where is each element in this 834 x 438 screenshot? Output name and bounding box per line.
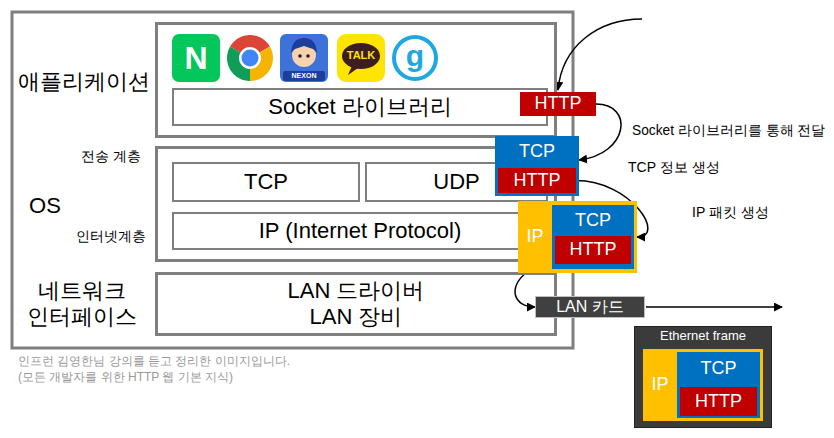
http-block-text: HTTP [570, 239, 617, 261]
layer-name-area: 전송 계층 [70, 146, 152, 166]
icon-letter-area: TALK [337, 46, 385, 66]
layer-box: 애플리케이션Socket 라이브러리 [155, 22, 557, 138]
icon-letter: NEXON [292, 72, 317, 80]
kakaotalk-icon [337, 34, 385, 82]
ip-packet-text: IP [526, 226, 543, 248]
incoming-arrow [558, 19, 642, 90]
tcp-segment-text-area: TCP [552, 205, 634, 236]
tcp-segment-text: TCP [575, 210, 611, 232]
watermark: (모든 개발자를 위한 HTTP 웹 기본 지식) [18, 370, 233, 384]
http-block-text-area: HTTP [520, 92, 596, 116]
ip-packet-text-area: IP [518, 201, 552, 273]
lan-card-text-area: LAN 카드 [535, 296, 645, 318]
layer-box-text-area: LAN 드라이버 LAN 장비 [155, 272, 557, 336]
layer-name: 전송 계층 [81, 148, 141, 165]
lan-card: LAN 카드 [535, 296, 645, 318]
layer-box-text-area: 애플리케이션 [14, 62, 154, 102]
protocol-box-text-area: TCP [172, 162, 360, 202]
http-block: HTTP [498, 168, 576, 193]
library-box-text-area: Socket 라이브러리 [172, 88, 548, 126]
edge-label-area: Socket 라이브러리를 통해 전달 [630, 121, 829, 141]
icon-letter-area: NEXON [280, 71, 328, 82]
ip-packet-text-area: IP [643, 349, 677, 421]
layer-box-text: 애플리케이션 [18, 69, 150, 95]
tcp-segment-text-area: TCP [495, 136, 579, 168]
ip-packet: IP TCP HTTP [643, 349, 763, 421]
tcp-segment-text-area: TCP [677, 352, 760, 385]
ethernet-frame-text: Ethernet frame [660, 328, 746, 344]
icon-letter: TALK [347, 49, 376, 62]
outer-frame [12, 12, 573, 348]
step-note-area: TCP 정보 생성 [628, 157, 738, 177]
flow-arrow [515, 273, 535, 307]
tcp-segment-text: TCP [701, 358, 737, 380]
icon-letter: g [406, 38, 424, 74]
http-block: HTTP [555, 236, 631, 264]
http-block-text: HTTP [514, 170, 561, 192]
http-block-text: HTTP [695, 391, 742, 413]
http-block-text-area: HTTP [555, 236, 631, 264]
lan-card-text: LAN 카드 [556, 297, 624, 316]
layer-box-text: OS [29, 193, 61, 219]
outgoing-arrow [646, 306, 782, 308]
protocol-box-text-area: IP (Internet Protocol) [172, 212, 548, 250]
tcp-segment: TCP HTTP [677, 352, 760, 418]
ethernet-frame: Ethernet frameIP TCP HTTP [634, 326, 772, 428]
g-app-icon [391, 34, 439, 82]
watermark: 인프런 김영한님 강의를 듣고 정리한 이미지입니다. [18, 354, 290, 368]
http-block-text-area: HTTP [680, 387, 757, 416]
layer-box-text-area: OS [16, 186, 74, 226]
ethernet-frame-text-area: Ethernet frame [634, 327, 772, 345]
protocol-box: IP (Internet Protocol) [172, 212, 548, 250]
http-block: HTTP [520, 92, 596, 116]
layer-box-text-area: 네트워크 인터페이스 [12, 272, 152, 336]
layer-name-area: 인터넷계층 [70, 226, 152, 246]
protocol-box: TCP [172, 162, 360, 202]
layer-name: 인터넷계층 [76, 228, 146, 245]
watermark-area: 인프런 김영한님 강의를 듣고 정리한 이미지입니다. [18, 353, 348, 369]
ip-packet: IP TCP HTTP [518, 201, 637, 273]
edge-label: Socket 라이브러리를 통해 전달 [630, 123, 828, 140]
edge-label-area: IP 패킷 생성 [690, 202, 790, 222]
http-block-text: HTTP [535, 93, 582, 115]
tcp-segment: TCP HTTP [495, 136, 579, 196]
icon-letter-area: g [391, 32, 439, 80]
http-block-text-area: HTTP [498, 168, 576, 193]
tcp-segment-text: TCP [519, 141, 555, 163]
watermark-area: (모든 개발자를 위한 HTTP 웹 기본 지식) [18, 369, 348, 385]
step-note: TCP 정보 생성 [628, 159, 720, 176]
icon-letter-area: N [172, 34, 220, 82]
library-box: Socket 라이브러리 [172, 88, 548, 126]
tcp-segment: TCP HTTP [552, 205, 634, 269]
naver-icon [172, 34, 220, 82]
ip-packet-text: IP [651, 374, 668, 396]
protocol-box-text: UDP [433, 169, 479, 195]
icon-letter: N [184, 39, 207, 77]
layer-box-text: LAN 드라이버 LAN 장비 [271, 278, 441, 331]
edge-label: IP 패킷 생성 [690, 204, 771, 221]
library-box-text: Socket 라이브러리 [268, 94, 451, 120]
nexon-game-icon [280, 34, 328, 82]
http-block: HTTP [680, 387, 757, 416]
protocol-box-text: IP (Internet Protocol) [259, 218, 462, 244]
protocol-box-text: TCP [244, 169, 288, 195]
layer-box: 네트워크 인터페이스LAN 드라이버 LAN 장비 [155, 272, 557, 336]
chrome-icon [227, 35, 273, 81]
layer-box-text: 네트워크 인터페이스 [12, 278, 152, 331]
